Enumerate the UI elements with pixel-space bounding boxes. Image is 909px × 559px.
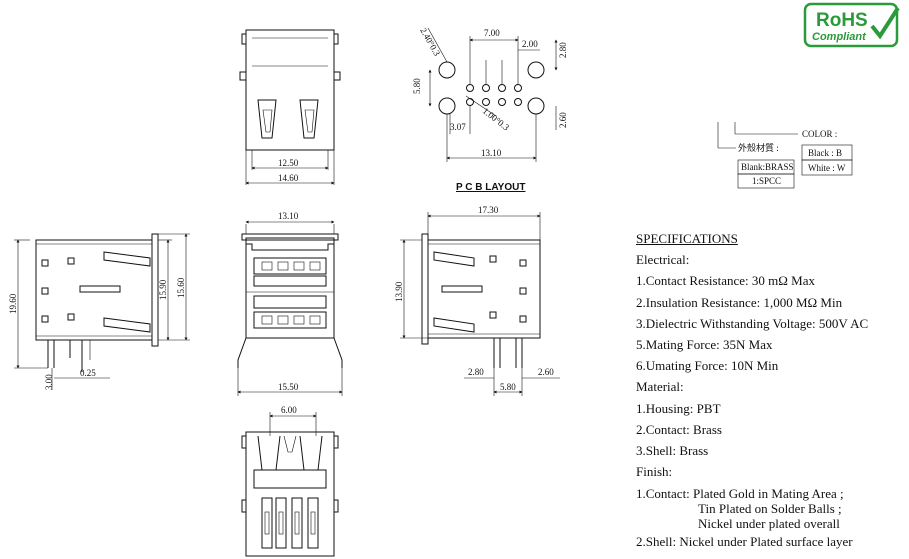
dim-5-80: 5.80	[500, 382, 516, 392]
spec-item: 2.Shell: Nickel under Plated surface lay…	[636, 534, 853, 550]
dim-7-00: 7.00	[484, 28, 500, 38]
specifications-title: SPECIFICATIONS	[636, 231, 738, 246]
material-heading: Material:	[636, 379, 684, 395]
dim-13-10: 13.10	[481, 148, 502, 158]
dim-12-50: 12.50	[278, 158, 299, 168]
compliant-text: Compliant	[812, 31, 867, 43]
spec-item: 3.Shell: Brass	[636, 443, 709, 459]
spec-item: 6.Umating Force: 10N Min	[636, 358, 779, 374]
specifications-block: SPECIFICATIONS Electrical: 1.Contact Res…	[636, 228, 906, 553]
pcb-layout-title: P C B LAYOUT	[456, 182, 525, 193]
spec-item: Tin Plated on Solder Balls ;	[698, 501, 842, 517]
order-code: COLOR : 外殼材質 : Black : B White : W Blank…	[717, 122, 853, 189]
electrical-heading: Electrical:	[636, 252, 690, 268]
dim-14-60: 14.60	[278, 173, 299, 183]
dim-2-60: 2.60	[558, 112, 568, 128]
mount-hole	[527, 61, 545, 79]
front-view: 13.10 15.50	[237, 211, 343, 396]
finish-heading: Finish:	[636, 464, 673, 480]
shell-brass: Blank:BRASS	[741, 162, 794, 172]
rohs-badge: RoHS Compliant	[803, 2, 900, 48]
right-view: 17.30 13.90 2.80 2.60 5.80	[394, 205, 560, 396]
bottom-view: 6.00	[241, 405, 339, 557]
shell-spcc: 1:SPCC	[752, 176, 781, 186]
dim-1-00: 1.00°0.3	[481, 106, 512, 133]
dim-19-60: 19.60	[8, 293, 18, 314]
dim-15-60: 15.60	[176, 277, 186, 298]
dim-2-80: 2.80	[558, 42, 568, 58]
dim-5-80: 5.80	[412, 78, 422, 94]
spec-item: 1.Contact Resistance: 30 mΩ Max	[636, 273, 815, 289]
color-white: White : W	[808, 163, 846, 173]
mount-hole	[438, 97, 456, 115]
dim-2-60: 2.60	[538, 367, 554, 377]
checkmark-icon	[870, 6, 900, 40]
side-view: 19.60 15.90 15.60 3.00 0.25	[8, 233, 190, 390]
pcb-layout: 7.00 2.00 2.80 5.80 2.40°0.3 3.07 1.00°0…	[412, 26, 568, 193]
dim-2-80: 2.80	[468, 367, 484, 377]
spec-item: 2.Contact: Brass	[636, 421, 722, 437]
top-view: 12.50 14.60	[239, 29, 341, 185]
mount-hole	[438, 61, 456, 79]
dim-3-07: 3.07	[450, 122, 466, 132]
color-black: Black : B	[808, 148, 842, 158]
color-label: COLOR :	[802, 129, 837, 139]
mount-hole	[527, 97, 545, 115]
dim-0-25: 0.25	[80, 368, 96, 378]
rohs-text: RoHS	[816, 10, 868, 31]
spec-item: Nickel under plated overall	[698, 516, 840, 532]
spec-item: 1.Housing: PBT	[636, 400, 721, 416]
dim-6-00: 6.00	[281, 405, 297, 415]
dim-13-10: 13.10	[278, 211, 299, 221]
dim-2-40: 2.40°0.3	[418, 26, 442, 58]
spec-item: 2.Insulation Resistance: 1,000 MΩ Min	[636, 294, 843, 310]
dim-15-50: 15.50	[278, 382, 299, 392]
dim-3-00: 3.00	[44, 374, 54, 390]
dim-2-00: 2.00	[522, 39, 538, 49]
dim-17-30: 17.30	[478, 205, 499, 215]
shell-label: 外殼材質 :	[738, 142, 779, 153]
spec-item: 3.Dielectric Withstanding Voltage: 500V …	[636, 315, 869, 331]
spec-item: 1.Contact: Plated Gold in Mating Area ;	[636, 486, 844, 502]
spec-item: 5.Mating Force: 35N Max	[636, 337, 773, 353]
dim-15-90: 15.90	[158, 279, 168, 300]
dim-13-90: 13.90	[394, 281, 404, 302]
